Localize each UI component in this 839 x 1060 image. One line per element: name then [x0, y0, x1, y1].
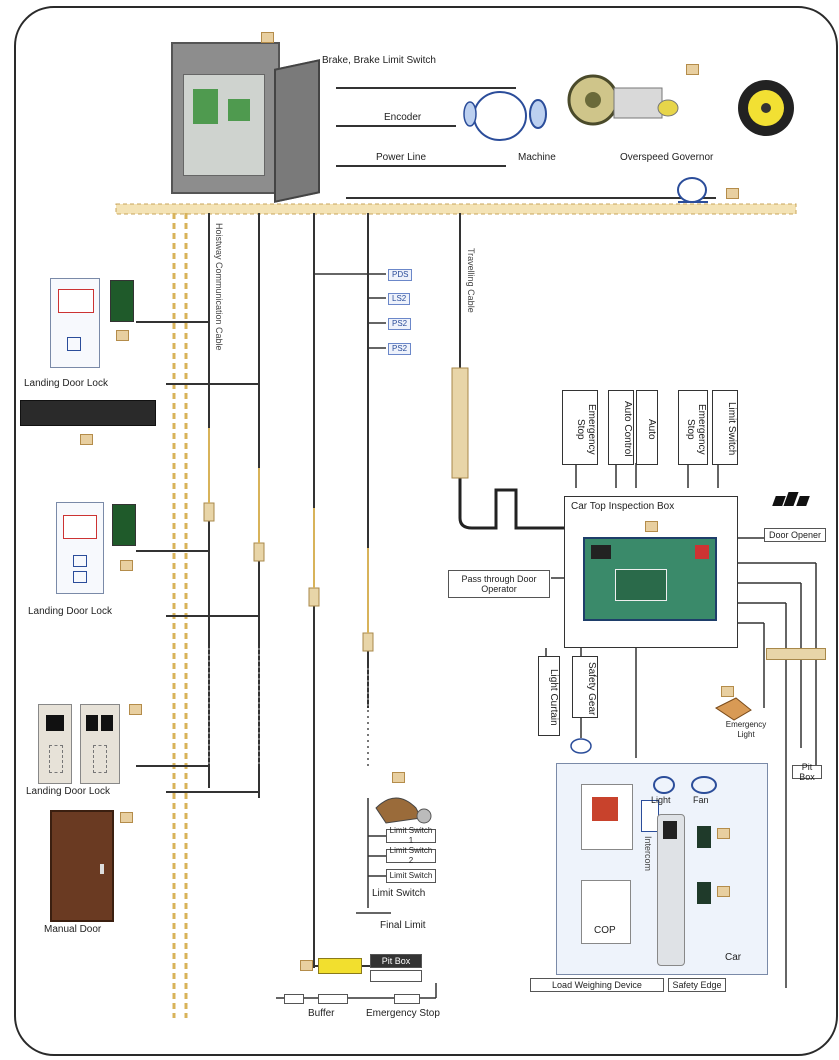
door-opener-box: Door Opener — [764, 528, 826, 542]
emergency-stop-switch-box — [394, 994, 420, 1004]
landing-door-lock-label: Landing Door Lock — [26, 786, 110, 797]
limit-switch-2-box: Limit Switch 2 — [386, 846, 436, 865]
limit-switch-box: Limit Switch — [386, 869, 436, 883]
id-tag — [645, 521, 658, 532]
light-icon — [653, 776, 675, 794]
landing-door-lock-label: Landing Door Lock — [24, 378, 108, 389]
emergency-light-box: Emergency Light — [716, 720, 776, 739]
id-tag — [392, 772, 405, 783]
diagram-frame: Brake, Brake Limit Switch Encoder Power … — [14, 6, 838, 1056]
door-operator-rail — [20, 400, 156, 426]
pit-box-small: Pit Box — [792, 762, 822, 782]
cop-display-panel — [581, 784, 633, 850]
car-enclosure: Intercom COP Light Fan Car — [556, 763, 768, 975]
manual-door — [50, 810, 114, 922]
id-tag — [717, 886, 730, 897]
top-auto-box: Auto — [636, 390, 658, 465]
car-top-inspection-box: Car Top Inspection Box — [564, 496, 738, 648]
pit-box: Pit Box — [370, 954, 422, 968]
car-device-1 — [697, 826, 711, 848]
signal-tag: PS2 — [388, 343, 412, 355]
travelling-cable-label: Travelling Cable — [466, 248, 476, 313]
car-label: Car — [725, 952, 742, 963]
landing-door-lock-device — [112, 504, 136, 546]
cabinet-door — [274, 59, 320, 203]
inspection-board — [583, 537, 717, 621]
id-tag — [721, 686, 734, 697]
landing-call-panel — [56, 502, 104, 594]
top-emergency-stop-box-2: Emergency Stop — [678, 390, 708, 465]
id-tag — [261, 32, 274, 43]
landing-door-lock-label: Landing Door Lock — [28, 606, 112, 617]
power-line-label: Power Line — [376, 152, 427, 163]
buffer-label: Buffer — [308, 1008, 335, 1019]
light-label: Light — [651, 795, 671, 805]
id-tag — [726, 188, 739, 199]
buffer-device — [318, 958, 362, 974]
id-tag — [129, 704, 142, 715]
cop-box: COP — [581, 880, 631, 944]
light-curtain-box: Light Curtain — [538, 656, 560, 736]
top-emergency-stop-box: Emergency Stop — [562, 390, 598, 465]
buffer-switch-box — [318, 994, 348, 1004]
load-weighing-device-box: Load Weighing Device — [530, 978, 664, 992]
overspeed-governor-label: Overspeed Governor — [620, 152, 714, 163]
manual-door-label: Manual Door — [44, 924, 102, 935]
door-opener-icon — [772, 490, 814, 508]
top-auto-control-box: Auto Control — [608, 390, 634, 465]
fan-icon — [691, 776, 717, 794]
connector-strip — [766, 648, 826, 660]
id-tag — [717, 828, 730, 839]
car-device-2 — [697, 882, 711, 904]
encoder-label: Encoder — [384, 112, 422, 123]
pit-switch-box — [370, 970, 422, 982]
emergency-stop-label: Emergency Stop — [366, 1008, 440, 1019]
machine-label: Machine — [518, 152, 556, 163]
brake-label: Brake, Brake Limit Switch — [322, 55, 436, 66]
landing-door-lock-device — [110, 280, 134, 322]
hoistway-communication-cable-label: Hoistway Communication Cable — [214, 223, 224, 351]
wiring-lines — [115, 74, 817, 1018]
signal-tag: PDS — [388, 269, 413, 281]
id-tag — [120, 812, 133, 823]
top-limit-switch-box: Limit Switch — [712, 390, 738, 465]
signal-tag: PS2 — [388, 318, 412, 330]
pass-through-door-operator-box: Pass through Door Operator — [448, 570, 550, 598]
id-tag — [120, 560, 133, 571]
cop-label: COP — [594, 925, 616, 936]
id-tag — [300, 960, 313, 971]
safety-gear-box: Safety Gear — [572, 656, 598, 718]
fan-label: Fan — [693, 795, 709, 805]
final-limit-label: Final Limit — [380, 920, 426, 931]
id-tag — [116, 330, 129, 341]
id-tag — [80, 434, 93, 445]
car-operating-panel — [657, 814, 685, 966]
limit-switch-1-box: Limit Switch 1 — [386, 826, 436, 845]
buffer-switch-box — [284, 994, 304, 1004]
control-cabinet — [171, 42, 280, 194]
id-tag — [686, 64, 699, 75]
car-top-inspection-box-label: Car Top Inspection Box — [571, 501, 675, 512]
hall-button-panel — [80, 704, 120, 784]
safety-edge-box: Safety Edge — [668, 978, 726, 992]
signal-tag: LS2 — [388, 293, 411, 305]
landing-call-panel — [50, 278, 100, 368]
limit-switch-label: Limit Switch — [372, 888, 426, 899]
intercom-label: Intercom — [643, 836, 653, 872]
hall-button-panel — [38, 704, 72, 784]
